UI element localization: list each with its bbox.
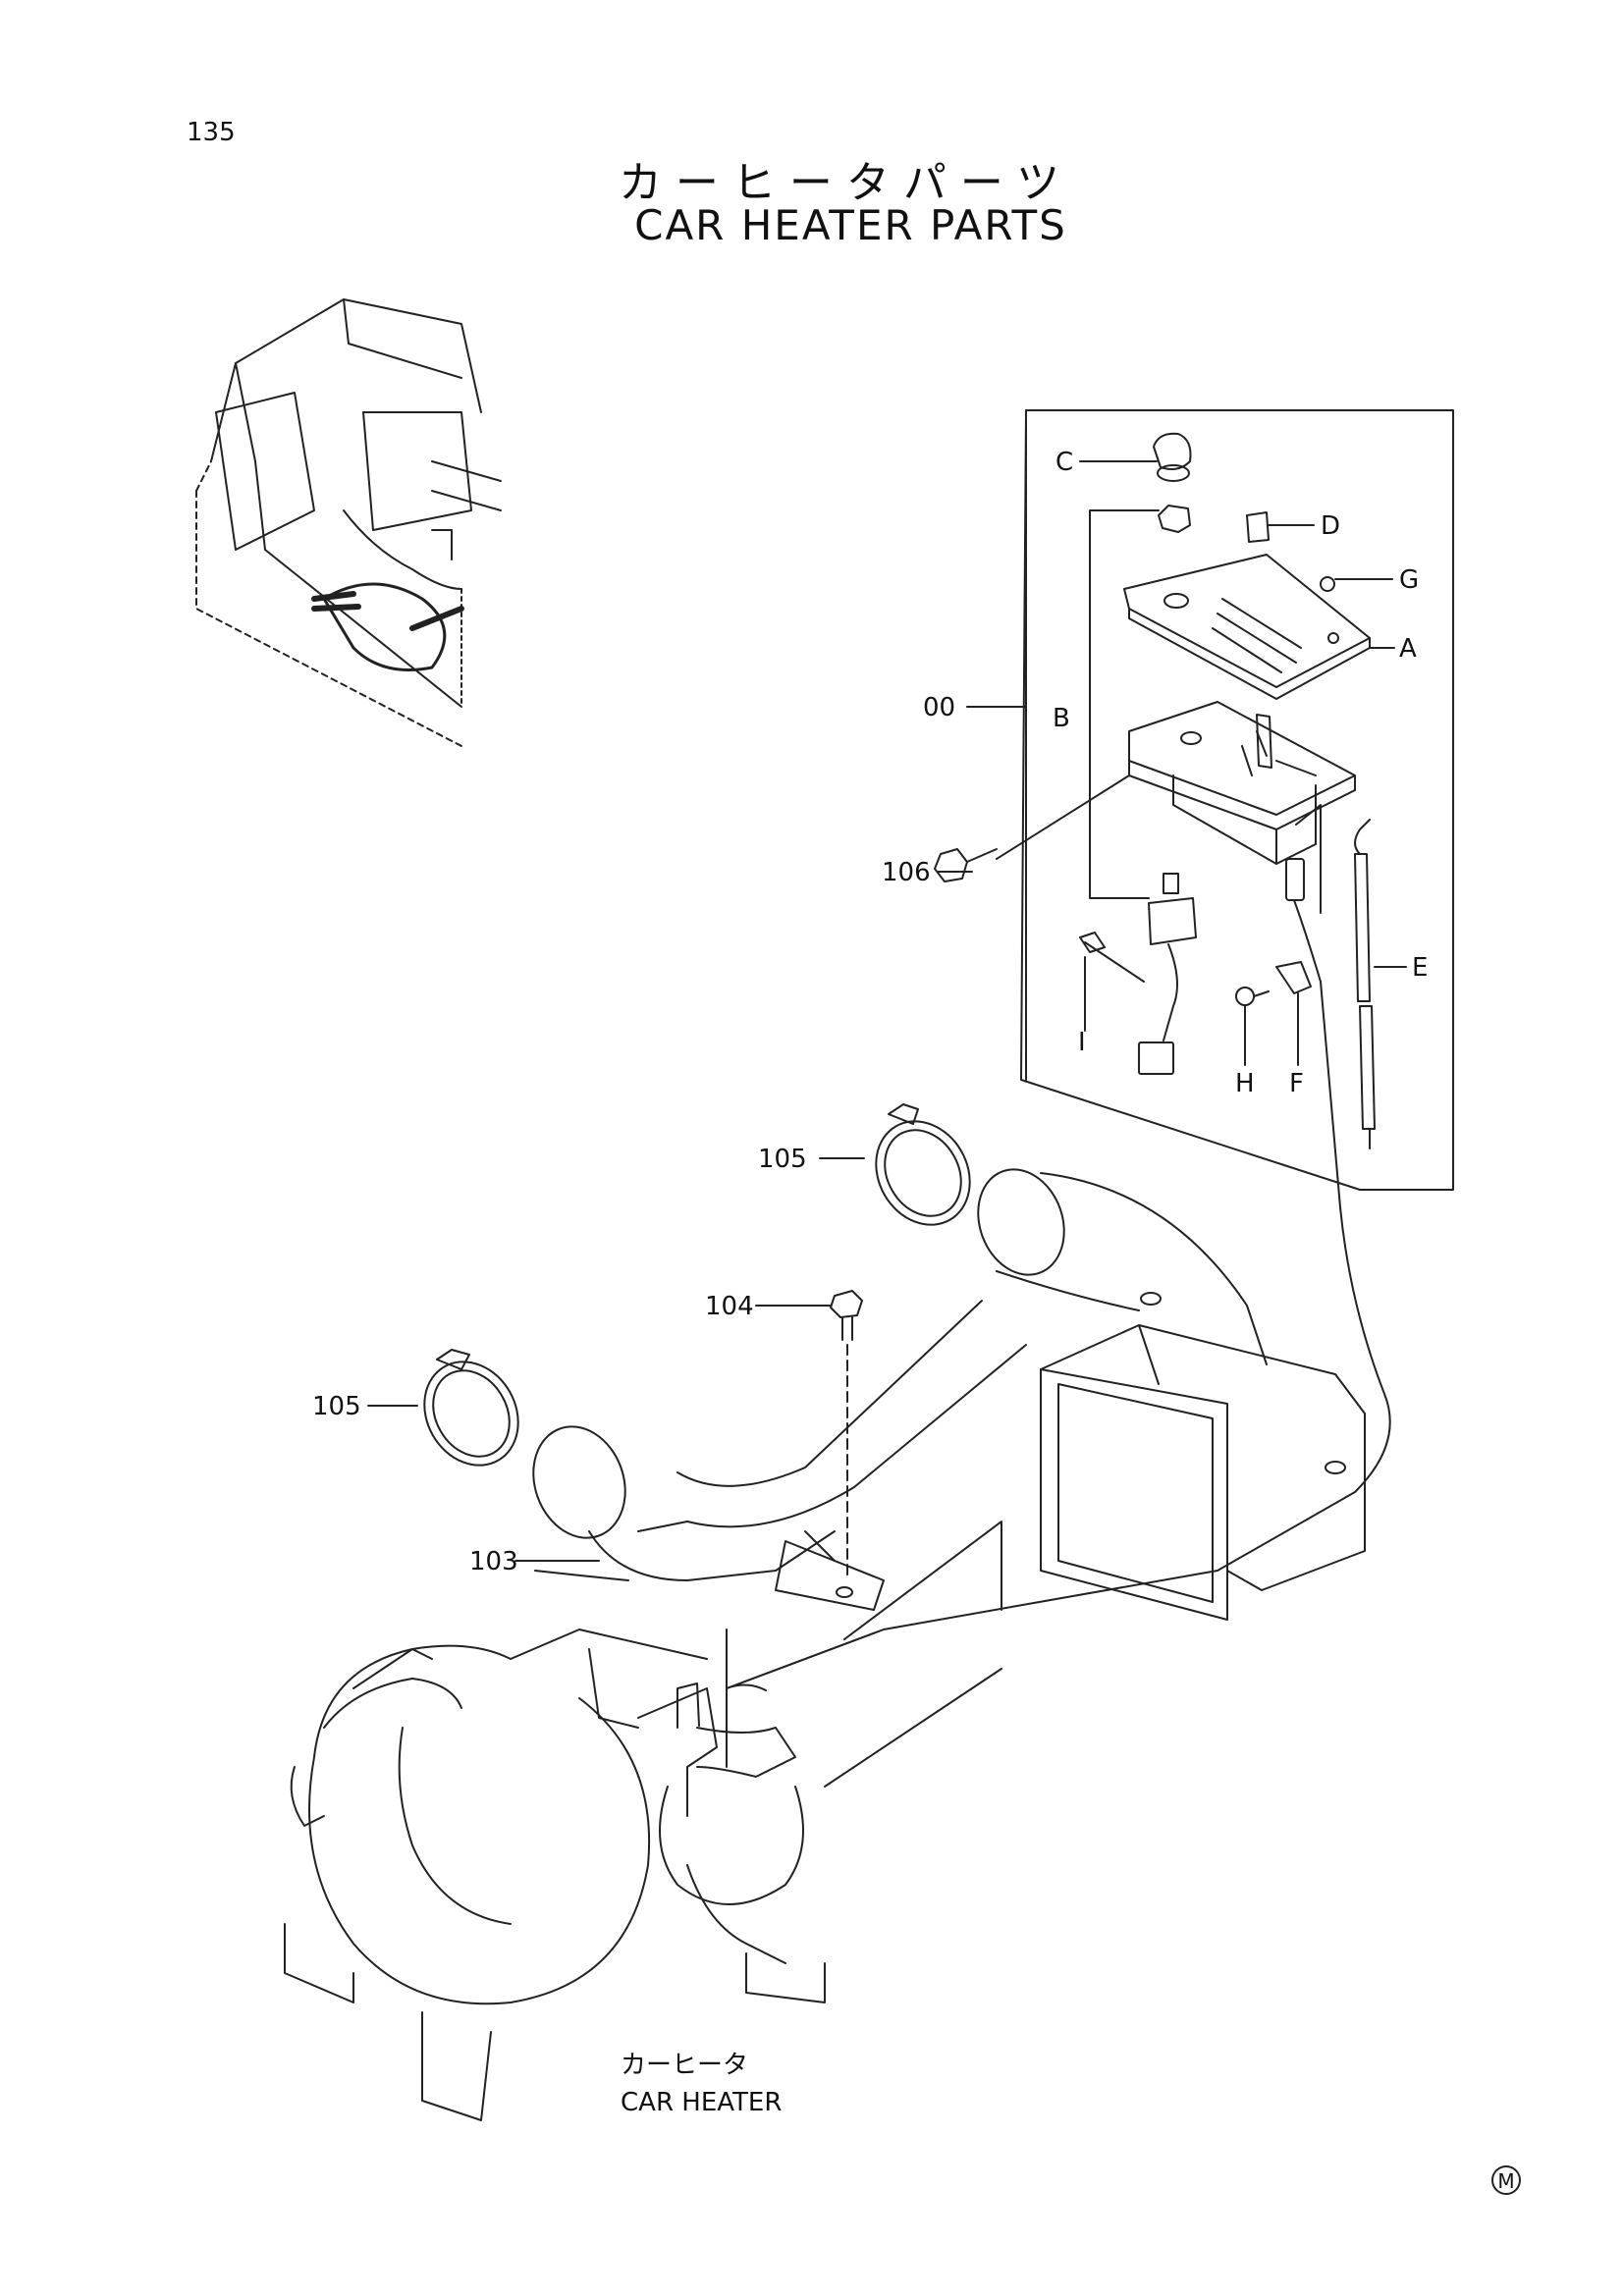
heater-caption-en: CAR HEATER (621, 2088, 782, 2117)
callout-105-upper: 105 (758, 1145, 807, 1174)
callout-105-lower: 105 (312, 1392, 361, 1421)
callout-a: A (1399, 634, 1417, 664)
callout-labels: C D G A 00 B 106 E I H F 105 104 105 103 (312, 448, 1428, 1576)
footer-mark: M (1491, 2165, 1521, 2195)
hose-clamp-105-upper (819, 1103, 971, 1226)
cab-overview-illustration (195, 298, 502, 747)
callout-f: F (1289, 1069, 1304, 1098)
bolt-104 (755, 1290, 863, 1581)
bolt-106 (934, 848, 998, 882)
callout-g: G (1399, 565, 1419, 595)
callout-i: I (1078, 1028, 1086, 1057)
duct-103 (532, 1168, 1366, 1621)
callout-e: E (1412, 953, 1428, 983)
footer-mark-letter: M (1497, 2169, 1514, 2193)
callout-d: D (1321, 511, 1340, 541)
heater-unit (284, 1521, 1002, 2121)
callout-h: H (1235, 1069, 1255, 1098)
page-number: 135 (187, 118, 236, 147)
callout-b: B (1053, 704, 1070, 733)
callout-c: C (1055, 448, 1073, 477)
callout-106: 106 (882, 858, 931, 887)
title-japanese: カーヒータパーツ (618, 158, 1074, 208)
heater-caption-jp: カーヒータ (621, 2051, 748, 2080)
hose-clamp-105-lower (367, 1349, 519, 1467)
callout-103: 103 (469, 1547, 518, 1576)
heater-caption: カーヒータ CAR HEATER (621, 2051, 782, 2117)
title-english: CAR HEATER PARTS (634, 201, 1067, 249)
callout-104: 104 (705, 1292, 754, 1321)
callout-00: 00 (923, 693, 955, 722)
control-kit-box (726, 409, 1454, 1689)
